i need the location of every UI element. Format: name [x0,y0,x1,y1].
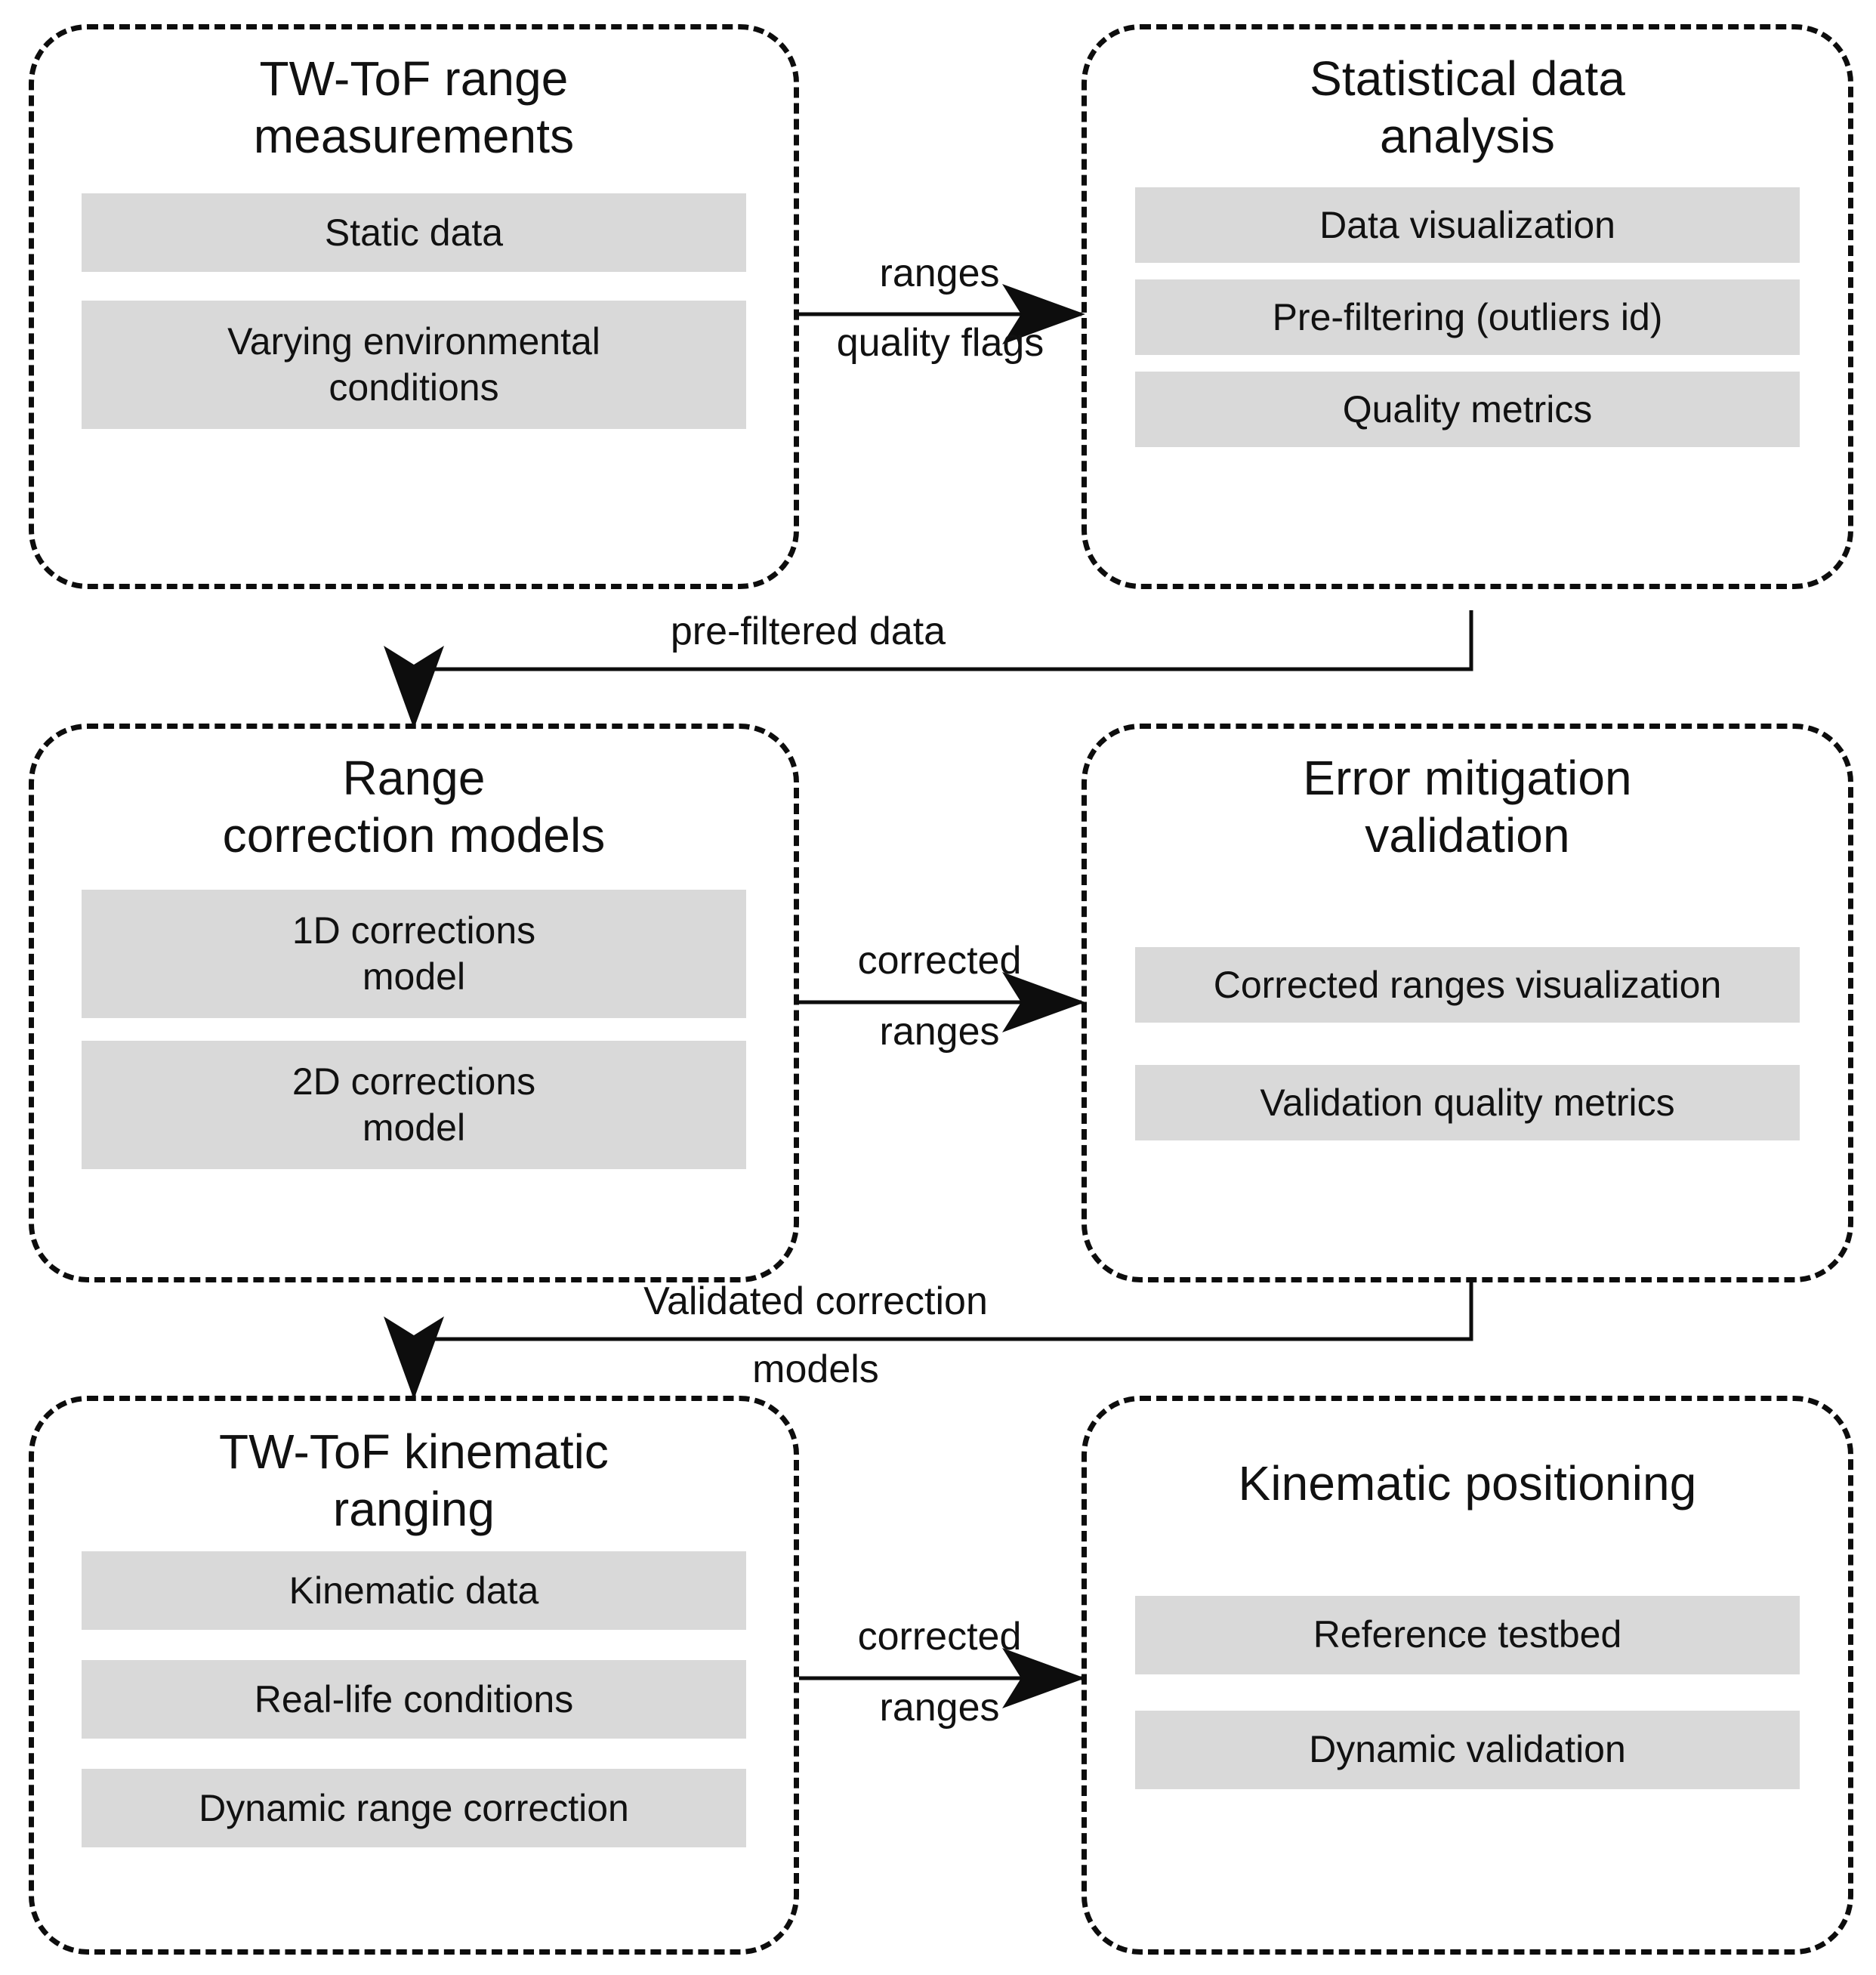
node-item[interactable]: Real-life conditions [82,1660,746,1739]
node-items: Static data Varying environmental condit… [34,165,794,430]
node-title: Range correction models [222,751,606,863]
node-item[interactable]: 2D corrections model [82,1041,746,1170]
node-items: 1D corrections model 2D corrections mode… [34,864,794,1170]
node-kinematic-positioning[interactable]: Kinematic positioning Reference testbed … [1081,1396,1853,1955]
node-title: Error mitigation validation [1303,751,1632,863]
node-item[interactable]: Data visualization [1135,187,1800,264]
node-item[interactable]: Varying environmental conditions [82,301,746,430]
node-item[interactable]: Corrected ranges visualization [1135,947,1800,1023]
node-items: Corrected ranges visualization Validatio… [1087,864,1848,1141]
node-item[interactable]: Dynamic range correction [82,1769,746,1848]
node-item[interactable]: 1D corrections model [82,890,746,1019]
edge-label-models: models [752,1347,879,1391]
node-tw-tof-kinematic-ranging[interactable]: TW-ToF kinematic ranging Kinematic data … [29,1396,799,1955]
node-title: Kinematic positioning [1238,1456,1697,1511]
edge-label-corrected-row3: corrected [857,1615,1022,1659]
node-item[interactable]: Dynamic validation [1135,1710,1800,1789]
node-error-mitigation-validation[interactable]: Error mitigation validation Corrected ra… [1081,724,1853,1282]
edge-label-ranges-row3: ranges [879,1686,1000,1730]
node-item[interactable]: Reference testbed [1135,1595,1800,1674]
edge-label-ranges: ranges [879,252,1000,295]
node-item[interactable]: Quality metrics [1135,372,1800,448]
node-items: Data visualization Pre-filtering (outlie… [1087,165,1848,448]
node-title: TW-ToF kinematic ranging [218,1424,609,1536]
node-item[interactable]: Validation quality metrics [1135,1065,1800,1141]
node-item[interactable]: Kinematic data [82,1551,746,1631]
edge-label-ranges-row2: ranges [879,1010,1000,1054]
node-title: TW-ToF range measurements [253,51,575,163]
node-range-correction-models[interactable]: Range correction models 1D corrections m… [29,724,799,1282]
node-tw-tof-range-measurements[interactable]: TW-ToF range measurements Static data Va… [29,24,799,589]
edge-label-validated-correction: Validated correction [643,1279,988,1323]
node-item[interactable]: Pre-filtering (outliers id) [1135,279,1800,356]
edge-label-corrected-row2: corrected [857,939,1022,983]
node-items: Kinematic data Real-life conditions Dyna… [34,1538,794,1848]
node-items: Reference testbed Dynamic validation [1087,1513,1848,1789]
node-statistical-data-analysis[interactable]: Statistical data analysis Data visualiza… [1081,24,1853,589]
edge-label-pre-filtered-data: pre-filtered data [670,609,946,653]
node-title: Statistical data analysis [1310,51,1625,163]
node-item[interactable]: Static data [82,193,746,273]
edge-label-quality-flags: quality flags [836,321,1044,365]
